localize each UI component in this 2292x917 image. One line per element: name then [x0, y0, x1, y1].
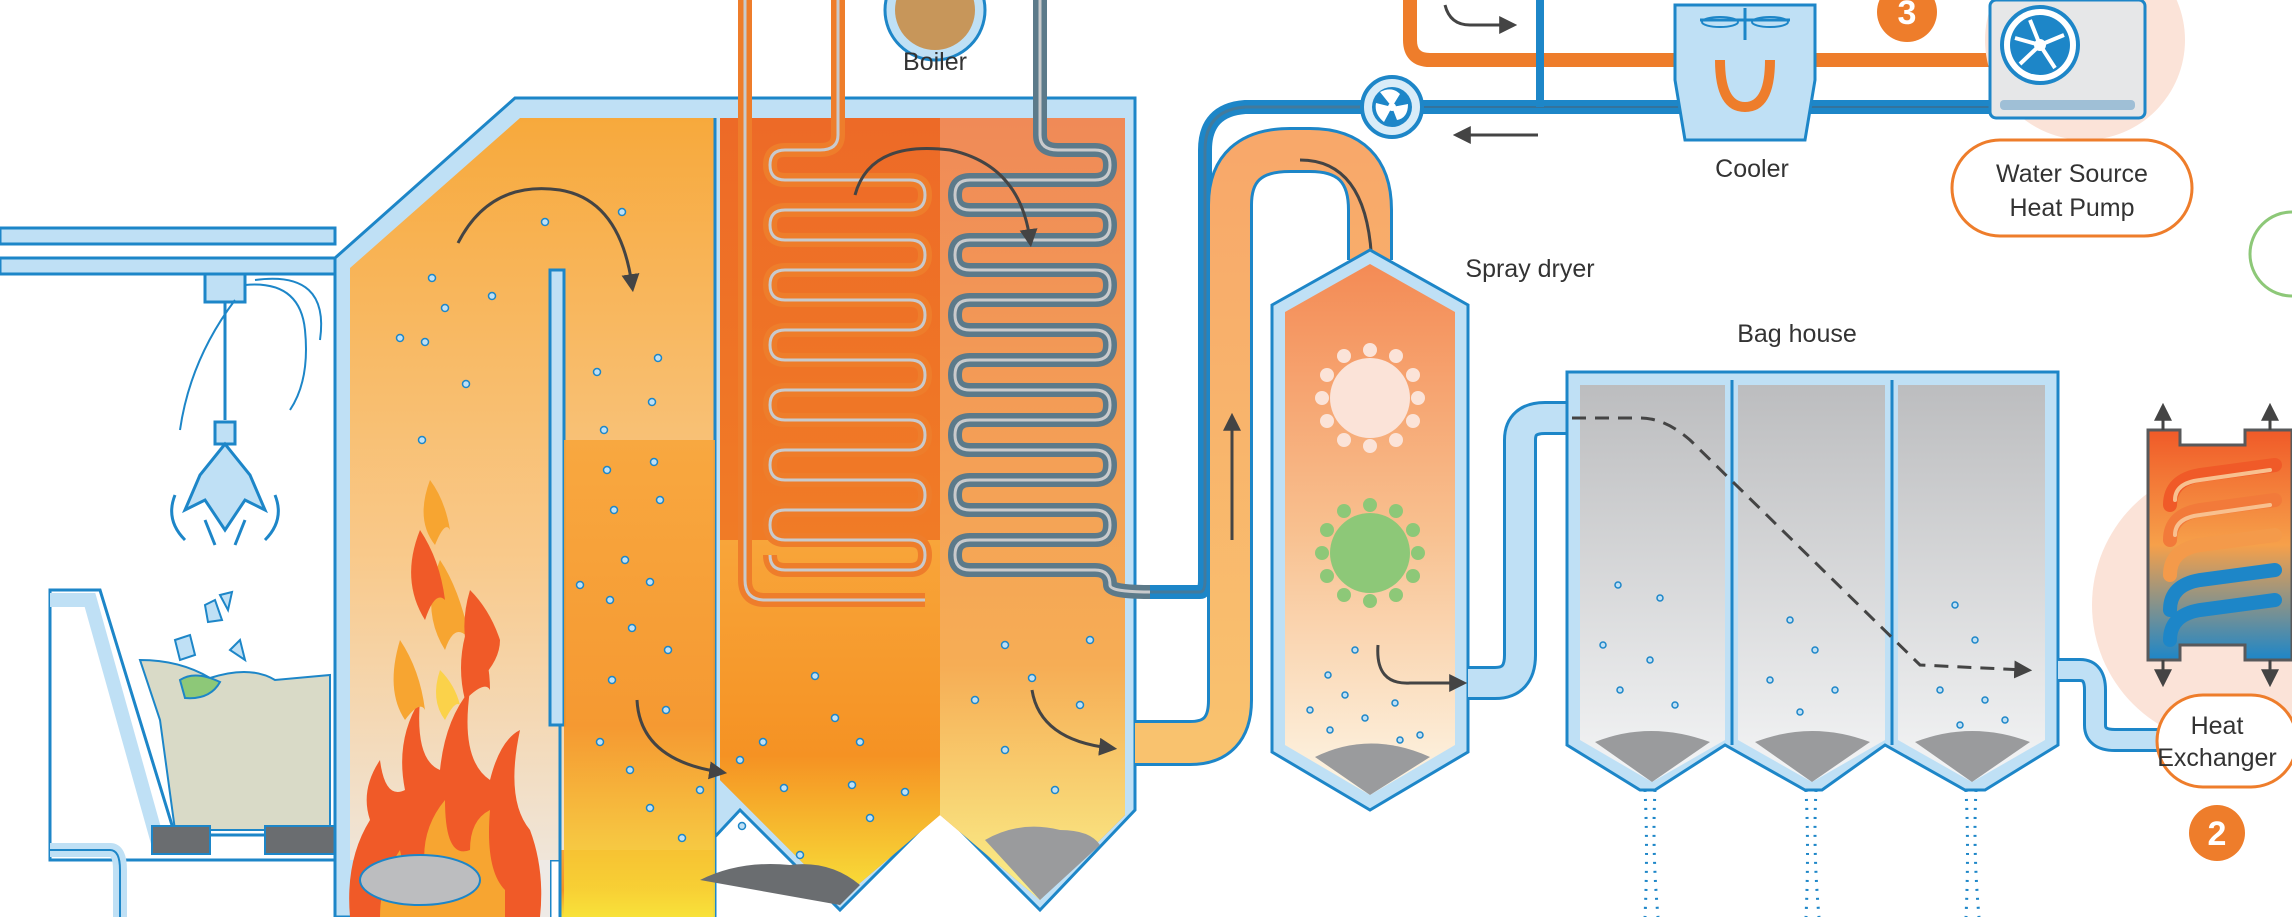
fire-flames: [349, 480, 542, 917]
heat-exchanger: Heat Exchanger: [2092, 402, 2292, 789]
heat-pump-label-line2: Heat Pump: [2009, 194, 2134, 222]
lime-spray-icon: [1315, 343, 1425, 453]
spray-dryer: Spray dryer: [1270, 248, 1595, 812]
cooler: Cooler: [1673, 3, 1817, 183]
heat-exchanger-label-line2: Exchanger: [2157, 744, 2277, 772]
badge-three-number: 3: [1898, 0, 1917, 32]
boiler-label: Boiler: [903, 48, 967, 76]
badge-two-number: 2: [2208, 815, 2227, 853]
heat-pump-label-line1: Water Source: [1996, 160, 2148, 188]
boiler-tube-bundle-right: [947, 0, 1151, 599]
bag-house-label: Bag house: [1737, 320, 1857, 348]
heat-exchanger-label-line1: Heat: [2191, 712, 2244, 740]
spray-dryer-label: Spray dryer: [1465, 255, 1594, 283]
partial-green-circle: [2248, 210, 2292, 298]
cooler-label: Cooler: [1715, 155, 1789, 183]
circulation-pump: [1360, 75, 1424, 139]
particle-dots: [395, 207, 1095, 860]
boiler-drum: Boiler: [883, 0, 987, 76]
duct-to-bag-house: [1468, 401, 1572, 700]
bag-house: Bag house: [1565, 320, 2060, 917]
grab-crane: [170, 277, 323, 546]
flue-duct: [1135, 127, 1393, 766]
crane-rail: [0, 226, 337, 304]
water-source-heat-pump: Water Source Heat Pump: [1950, 0, 2194, 238]
flow-arrows-furnace: [456, 146, 1118, 780]
waste-pit: [48, 588, 342, 917]
fan-icon: [2010, 15, 2070, 75]
badge-three: 3: [1877, 0, 1937, 42]
carbon-spray-icon: [1315, 498, 1425, 608]
boiler-tube-bundle-left: [738, 0, 933, 607]
duct-to-heat-exchanger: [2058, 658, 2160, 752]
badge-two: 2: [2189, 805, 2245, 861]
